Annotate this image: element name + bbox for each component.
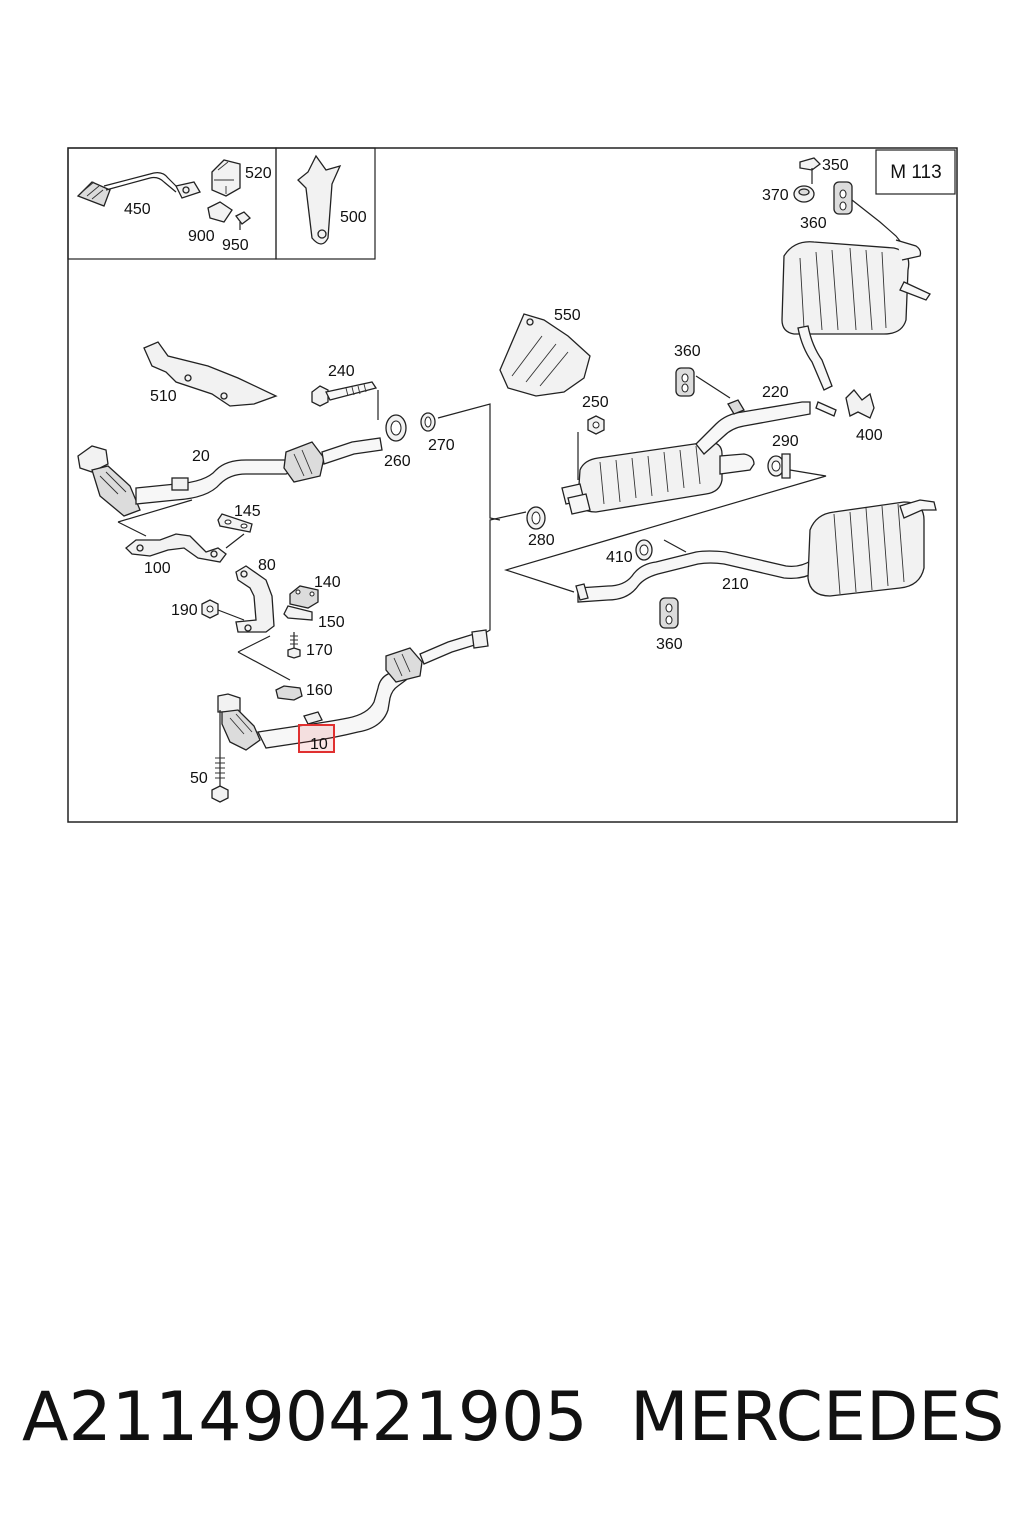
bracket-400 bbox=[845, 389, 875, 419]
callout-350: 350 bbox=[822, 157, 849, 174]
bolt-170 bbox=[287, 632, 301, 659]
front-pipe-20 bbox=[77, 437, 383, 517]
leader-290 bbox=[503, 469, 827, 593]
highlight-box-10 bbox=[298, 724, 335, 753]
bracket-100 bbox=[125, 533, 227, 563]
callout-270: 270 bbox=[428, 437, 455, 454]
callout-260: 260 bbox=[384, 453, 411, 470]
clamp-290 bbox=[767, 453, 791, 479]
rear-silencer-lower bbox=[807, 499, 937, 597]
callout-520: 520 bbox=[245, 165, 272, 182]
bracket-80 bbox=[235, 565, 275, 633]
callout-80: 80 bbox=[258, 557, 276, 574]
leader-100 bbox=[117, 499, 245, 549]
nut-190 bbox=[201, 599, 219, 619]
gasket-260 bbox=[385, 414, 407, 442]
center-silencer bbox=[561, 399, 811, 515]
diagram-frame bbox=[67, 147, 958, 823]
rubber-mount-360-middle bbox=[675, 367, 695, 397]
leader-160 bbox=[237, 635, 291, 681]
leader-360-middle bbox=[695, 375, 731, 399]
sensor-clip-900 bbox=[207, 201, 233, 223]
leader-360-top bbox=[851, 199, 905, 247]
engine-label-box bbox=[875, 149, 956, 195]
ring-280 bbox=[526, 506, 546, 530]
callout-240: 240 bbox=[328, 363, 355, 380]
callout-210: 210 bbox=[722, 576, 749, 593]
callout-50: 50 bbox=[190, 770, 208, 787]
sensor-clip-950 bbox=[235, 211, 251, 230]
callout-290: 290 bbox=[772, 433, 799, 450]
callout-410: 410 bbox=[606, 549, 633, 566]
bolt-240 bbox=[311, 381, 378, 407]
bushing-370 bbox=[793, 185, 815, 203]
callout-20: 20 bbox=[192, 448, 210, 465]
rubber-mount-360-lower bbox=[659, 597, 679, 629]
heat-shield-550 bbox=[499, 313, 591, 397]
callout-360-middle: 360 bbox=[674, 343, 701, 360]
callout-360-top: 360 bbox=[800, 215, 827, 232]
callout-170: 170 bbox=[306, 642, 333, 659]
callout-950: 950 bbox=[222, 237, 249, 254]
callout-550: 550 bbox=[554, 307, 581, 324]
callout-250: 250 bbox=[582, 394, 609, 411]
callout-280: 280 bbox=[528, 532, 555, 549]
callout-160: 160 bbox=[306, 682, 333, 699]
ring-270 bbox=[420, 412, 436, 432]
callout-150: 150 bbox=[318, 614, 345, 631]
callout-140: 140 bbox=[314, 574, 341, 591]
pipe-stub-220 bbox=[815, 401, 837, 417]
catalytic-pipe-10 bbox=[217, 629, 489, 751]
clamp-410 bbox=[635, 539, 653, 561]
rubber-mount-360-top bbox=[833, 181, 853, 215]
damper-140 bbox=[289, 585, 319, 609]
bolt-50 bbox=[211, 710, 229, 803]
callout-360-lower: 360 bbox=[656, 636, 683, 653]
callout-510: 510 bbox=[150, 388, 177, 405]
callout-500: 500 bbox=[340, 209, 367, 226]
leader-190 bbox=[217, 609, 245, 621]
sensor-clip-520 bbox=[211, 159, 241, 197]
inset-box-bracket bbox=[275, 147, 376, 260]
rear-silencer-upper bbox=[781, 239, 931, 391]
oxygen-sensor-part bbox=[76, 172, 201, 207]
callout-220: 220 bbox=[762, 384, 789, 401]
engine-label: M 113 bbox=[890, 162, 941, 183]
bracket-500 bbox=[297, 154, 342, 245]
callout-450: 450 bbox=[124, 201, 151, 218]
callout-100: 100 bbox=[144, 560, 171, 577]
callout-190: 190 bbox=[171, 602, 198, 619]
nut-250 bbox=[587, 415, 605, 435]
leader-410 bbox=[663, 539, 687, 553]
callout-145: 145 bbox=[234, 503, 261, 520]
brand-name: MERCEDES bbox=[630, 1378, 1005, 1457]
callout-370: 370 bbox=[762, 187, 789, 204]
bracket-510 bbox=[143, 341, 278, 407]
callout-400: 400 bbox=[856, 427, 883, 444]
callout-900: 900 bbox=[188, 228, 215, 245]
part-number: A211490421905 bbox=[22, 1378, 588, 1457]
clamp-160 bbox=[275, 685, 303, 701]
damper-150 bbox=[283, 605, 313, 621]
hanger-bolt-350 bbox=[799, 157, 821, 184]
callout-10: 10 bbox=[310, 736, 328, 753]
gasket-145 bbox=[217, 513, 253, 533]
